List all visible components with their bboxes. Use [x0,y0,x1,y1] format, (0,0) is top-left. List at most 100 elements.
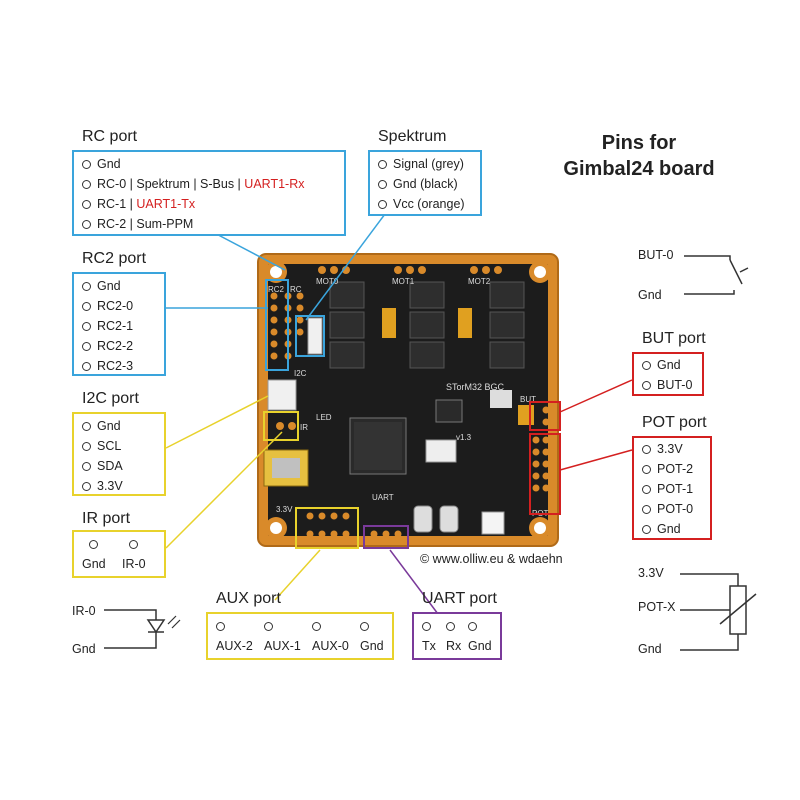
pin-dot [82,159,91,169]
rc2-pin-3: RC2-3 [74,356,164,376]
pin-dot [642,524,651,534]
pin-dot [82,481,91,491]
uart-port-box: Tx Rx Gnd [412,612,502,660]
silk-rc2: RC2 [268,285,285,294]
pin-dot [642,464,651,474]
pin-dot [216,622,225,631]
storm32-board-photo: MOT0 MOT1 MOT2 STorM32 BGC v1.3 RC2 RC I… [257,253,559,547]
button-schematic-top-label: BUT-0 [638,248,674,262]
pin-label: Gnd [657,522,681,536]
pin-dot [446,622,455,631]
spektrum-pin-vcc: Vcc (orange) [370,194,480,214]
rc2-pin-gnd: Gnd [74,276,164,296]
pin-label: Gnd [97,157,121,171]
aux-pin-gnd: Gnd [360,622,384,653]
pin-label: Signal (grey) [393,157,464,171]
title-line-1: Pins for [601,132,677,154]
rc-pin-rc1: RC-1 | UART1-Tx [74,194,344,214]
i2c-pin-scl: SCL [74,436,164,456]
pot-port-box: 3.3V POT-2 POT-1 POT-0 Gnd [632,436,712,540]
pot-pin-gnd: Gnd [634,519,710,539]
rc2-pin-1: RC2-1 [74,316,164,336]
button-switch-icon [684,255,749,295]
pin-label: 3.3V [657,442,683,456]
silk-rc: RC [290,285,302,294]
ir-pin-ir0: IR-0 [122,540,146,571]
pin-label: AUX-1 [264,639,301,653]
pot-pin-2: POT-2 [634,459,710,479]
pin-dot [378,179,387,189]
silk-board-name: STorM32 BGC [446,382,505,392]
rc-port-title: RC port [82,128,138,145]
pin-dot [264,622,273,631]
silk-uart: UART [372,493,394,502]
pin-label: AUX-2 [216,639,253,653]
silk-mot2: MOT2 [468,277,491,286]
pin-dot [642,504,651,514]
pin-label: Gnd (black) [393,177,458,191]
pin-label: RC2-0 [97,299,134,313]
spektrum-pin-gnd: Gnd (black) [370,174,480,194]
pin-dot [642,380,651,390]
pot-schematic-mid-label: POT-X [638,600,676,614]
uart-port-title: UART port [422,590,497,607]
spektrum-title: Spektrum [378,128,447,145]
pin-dot [82,179,91,189]
pin-label: RC2-2 [97,339,134,353]
i2c-port-box: Gnd SCL SDA 3.3V [72,412,166,496]
rc-port-box: Gnd RC-0 | Spektrum | S-Bus | UART1-Rx R… [72,150,346,236]
spektrum-pin-signal: Signal (grey) [370,154,480,174]
rc-pin-gnd: Gnd [74,154,344,174]
pin-dot [82,441,91,451]
pin-dot [378,159,387,169]
pot-schematic-bottom-label: Gnd [638,642,662,656]
pin-label: IR-0 [122,557,146,571]
aux-port-box: AUX-2 AUX-1 AUX-0 Gnd [206,612,394,660]
pin-label: SCL [97,439,122,453]
rc2-pin-2: RC2-2 [74,336,164,356]
pin-label-uart: UART1-Tx [136,197,196,211]
pot-pin-1: POT-1 [634,479,710,499]
pin-label: Gnd [657,358,681,372]
pin-label: RC-1 | [97,197,133,211]
pin-dot [642,484,651,494]
silk-led: LED [316,413,332,422]
pin-dot [82,341,91,351]
pin-label: RC-2 | Sum-PPM [97,217,194,231]
pin-label: AUX-0 [312,639,349,653]
silk-i2c: I2C [294,369,307,378]
potentiometer-icon [680,573,757,651]
pin-label: POT-2 [657,462,694,476]
pin-dot [422,622,431,631]
but-pin-0: BUT-0 [634,375,702,395]
pin-label: Gnd [97,419,121,433]
pot-schematic-top-label: 3.3V [638,566,664,580]
rc-pin-rc2: RC-2 | Sum-PPM [74,214,344,234]
pin-dot [82,461,91,471]
i2c-pin-gnd: Gnd [74,416,164,436]
pin-dot [312,622,321,631]
ir-port-box: Gnd IR-0 [72,530,166,578]
pin-label: Vcc (orange) [393,197,465,211]
silk-but: BUT [520,395,536,404]
i2c-pin-sda: SDA [74,456,164,476]
pin-dot [82,361,91,371]
ir-port-title: IR port [82,510,131,527]
rc-pin-rc0: RC-0 | Spektrum | S-Bus | UART1-Rx [74,174,344,194]
copyright-notice: © www.olliw.eu & wdaehn [420,552,563,566]
pin-dot [89,540,99,549]
silk-version: v1.3 [456,433,472,442]
pin-label: RC2-1 [97,319,134,333]
pin-label: Tx [422,639,436,653]
pot-pin-33v: 3.3V [634,439,710,459]
pin-dot [82,219,91,229]
pin-label: 3.3V [97,479,123,493]
button-schematic-bottom-label: Gnd [638,288,662,302]
rc2-pin-0: RC2-0 [74,296,164,316]
pin-label: Gnd [468,639,492,653]
aux-pin-0: AUX-0 [312,622,349,653]
pin-dot [642,444,651,454]
pin-label: Gnd [82,557,106,571]
pin-dot [82,321,91,331]
title-line-2: Gimbal24 board [563,158,715,180]
